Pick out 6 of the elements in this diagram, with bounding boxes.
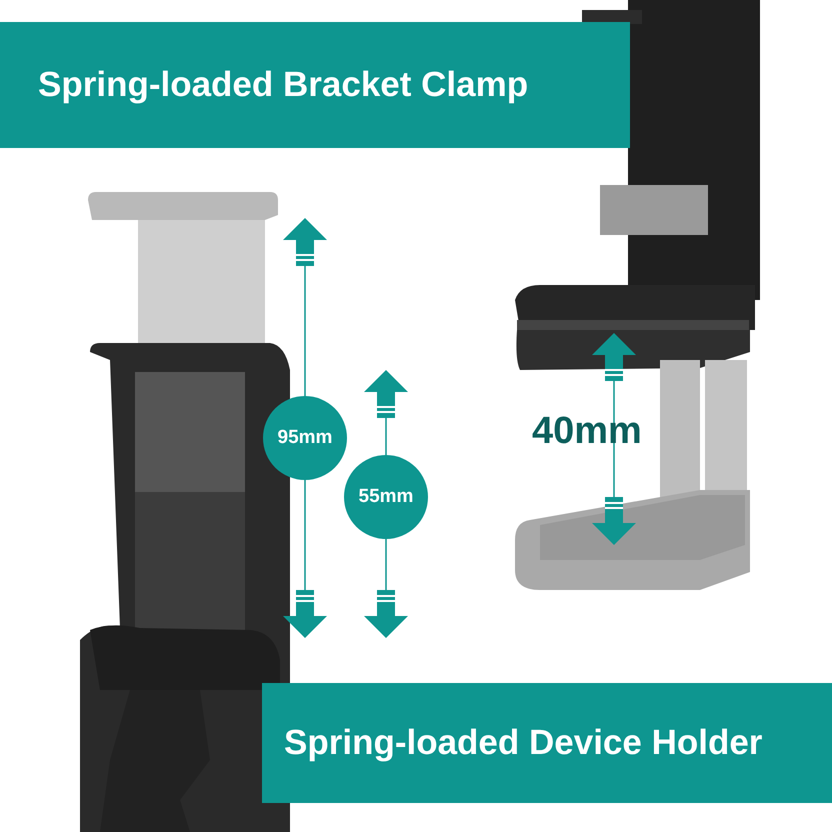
title-banner xyxy=(262,683,832,803)
title-banner xyxy=(0,22,630,148)
label-text: 95mm xyxy=(278,426,332,450)
label-text: Spring-loaded Device Holder xyxy=(284,722,762,764)
label-text: 55mm xyxy=(358,484,414,509)
label-text: Spring-loaded Bracket Clamp xyxy=(38,64,528,106)
